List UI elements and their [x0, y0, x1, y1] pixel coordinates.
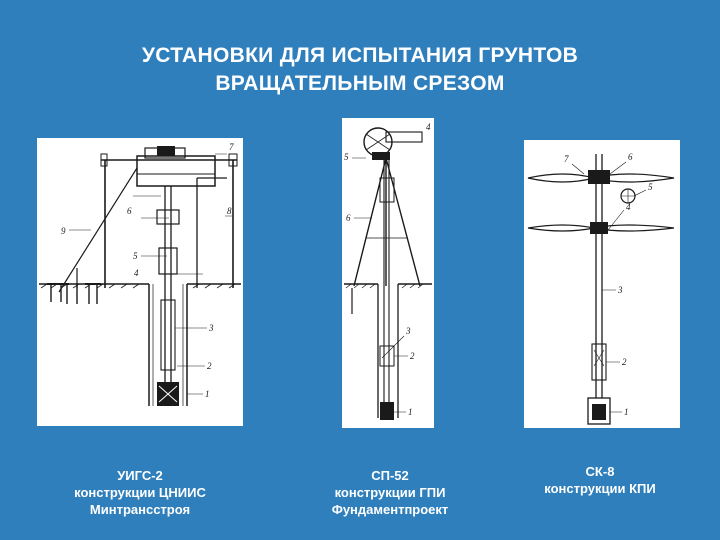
callout-2: 2	[622, 357, 627, 367]
callout-4: 4	[626, 202, 631, 212]
figure-uigs2-drawing: 1 2 3 4 5 6 7 8 9	[37, 138, 243, 426]
callout-7: 7	[564, 154, 569, 164]
figure-sp52-drawing: 1 2 3 4 5 6	[342, 118, 434, 428]
caption-model: УИГС-2	[117, 468, 163, 483]
figure-sp52-caption: СП-52 конструкции ГПИ Фундаментпроект	[300, 467, 480, 518]
callout-4: 4	[134, 268, 139, 278]
callout-1: 1	[205, 389, 210, 399]
callout-7: 7	[229, 142, 234, 152]
uigs2-schematic: 1 2 3 4 5 6 7 8 9	[39, 142, 241, 406]
caption-designer: конструкции КПИ	[544, 481, 656, 496]
slide-title-line-2: ВРАЩАТЕЛЬНЫМ СРЕЗОМ	[215, 72, 505, 95]
caption-designer: конструкции ЦНИИС	[74, 485, 206, 500]
callout-6: 6	[346, 213, 351, 223]
callout-3: 3	[617, 285, 623, 295]
callout-8: 8	[227, 206, 232, 216]
callout-9: 9	[61, 226, 66, 236]
callout-5: 5	[344, 152, 349, 162]
callout-2: 2	[410, 351, 415, 361]
caption-organization: Фундаментпроект	[331, 502, 449, 517]
sp52-schematic: 1 2 3 4 5 6	[344, 122, 432, 420]
caption-model: СП-52	[371, 468, 409, 483]
callout-3: 3	[208, 323, 214, 333]
figure-sk8-caption: СК-8 конструкции КПИ	[520, 463, 680, 497]
slide-title-line-1: УСТАНОВКИ ДЛЯ ИСПЫТАНИЯ ГРУНТОВ	[141, 44, 579, 67]
callout-4: 4	[426, 122, 431, 132]
callout-1: 1	[408, 407, 413, 417]
callout-3: 3	[405, 326, 411, 336]
figure-uigs2-caption: УИГС-2 конструкции ЦНИИС Минтрансстроя	[40, 467, 240, 518]
caption-organization: Минтрансстроя	[89, 502, 191, 517]
caption-designer: конструкции ГПИ	[334, 485, 446, 500]
callout-6: 6	[628, 152, 633, 162]
callout-5: 5	[133, 251, 138, 261]
callout-5: 5	[648, 182, 653, 192]
slide-title: УСТАНОВКИ ДЛЯ ИСПЫТАНИЯ ГРУНТОВ ВРАЩАТЕЛ…	[0, 42, 720, 98]
sk8-schematic: 1 2 3 4 5 6 7	[527, 152, 675, 425]
caption-model: СК-8	[585, 464, 615, 479]
figure-sk8-drawing: 1 2 3 4 5 6 7	[524, 140, 680, 428]
callout-2: 2	[207, 361, 212, 371]
callout-1: 1	[624, 407, 629, 417]
callout-6: 6	[127, 206, 132, 216]
